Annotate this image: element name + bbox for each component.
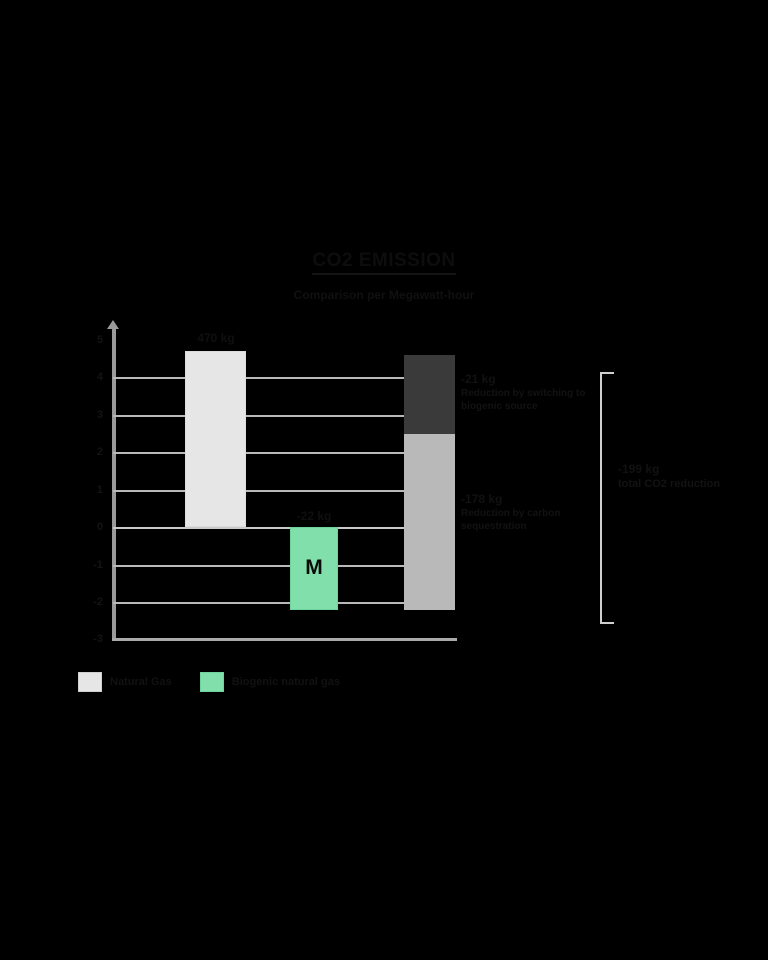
bar-segment-combustion-source-change xyxy=(404,355,455,434)
y-axis-line xyxy=(112,326,116,640)
annotation-value-sequestration: -178 kg xyxy=(461,492,503,506)
ytick-label-3: 3 xyxy=(96,409,103,421)
gridline-2 xyxy=(113,452,455,454)
gridline-minus-1 xyxy=(113,565,455,567)
annotation-total-reduction: -199 kg total CO2 reduction xyxy=(618,462,748,492)
legend-item-biogenic-natural-gas: Biogenic natural gas xyxy=(199,672,340,692)
legend-label-biogenic-natural-gas: Biogenic natural gas xyxy=(231,676,340,688)
chart-title-text: CO2 EMISSION xyxy=(312,250,456,275)
total-reduction-value: -199 kg xyxy=(618,462,660,476)
x-axis-line xyxy=(112,638,457,641)
total-reduction-desc: total CO2 reduction xyxy=(618,478,721,490)
ytick-label-1: 1 xyxy=(96,484,103,496)
ytick-label-minus-2: -2 xyxy=(93,596,103,608)
bar-biogenic-natural-gas: M xyxy=(290,527,338,610)
legend-swatch-natural-gas xyxy=(78,672,102,692)
total-reduction-bracket xyxy=(600,372,614,624)
ytick-label-5: 5 xyxy=(96,334,103,346)
gridline-minus-2 xyxy=(113,602,455,604)
ytick-label-2: 2 xyxy=(96,446,103,458)
bar-natural-gas xyxy=(185,351,246,527)
plot-area: 5 4 3 2 1 0 -1 -2 -3 470 kg M -22 kg xyxy=(93,320,457,645)
ytick-label-0: 0 xyxy=(96,521,103,533)
legend-label-natural-gas: Natural Gas xyxy=(110,676,172,688)
gridline-1 xyxy=(113,490,455,492)
y-axis-arrow-icon xyxy=(107,320,119,329)
legend-swatch-biogenic-natural-gas xyxy=(199,672,224,692)
chart-legend: Natural Gas Biogenic natural gas xyxy=(78,672,340,692)
annotation-desc-sequestration: Reduction by carbon sequestration xyxy=(461,508,561,532)
annotation-combustion-source-change: -21 kg Reduction by switching to biogeni… xyxy=(461,372,601,413)
legend-item-natural-gas: Natural Gas xyxy=(78,672,172,692)
annotation-carbon-sequestration: -178 kg Reduction by carbon sequestratio… xyxy=(461,492,601,533)
bar-value-biogenic-natural-gas: -22 kg xyxy=(296,509,332,523)
bar-value-natural-gas: 470 kg xyxy=(197,331,235,345)
annotation-value-combustion: -21 kg xyxy=(461,372,496,386)
chart-title: CO2 EMISSION xyxy=(0,250,768,275)
gridline-0 xyxy=(113,527,455,529)
bar-segment-carbon-sequestration xyxy=(404,434,455,610)
bar-inner-label-biogenic: M xyxy=(305,556,323,579)
gridline-4 xyxy=(113,377,455,379)
gridline-3 xyxy=(113,415,455,417)
ytick-label-minus-3: -3 xyxy=(93,633,103,645)
annotation-desc-combustion: Reduction by switching to biogenic sourc… xyxy=(461,388,586,412)
ytick-label-4: 4 xyxy=(96,371,103,383)
ytick-label-minus-1: -1 xyxy=(93,559,103,571)
chart-subtitle: Comparison per Megawatt-hour xyxy=(293,288,475,302)
